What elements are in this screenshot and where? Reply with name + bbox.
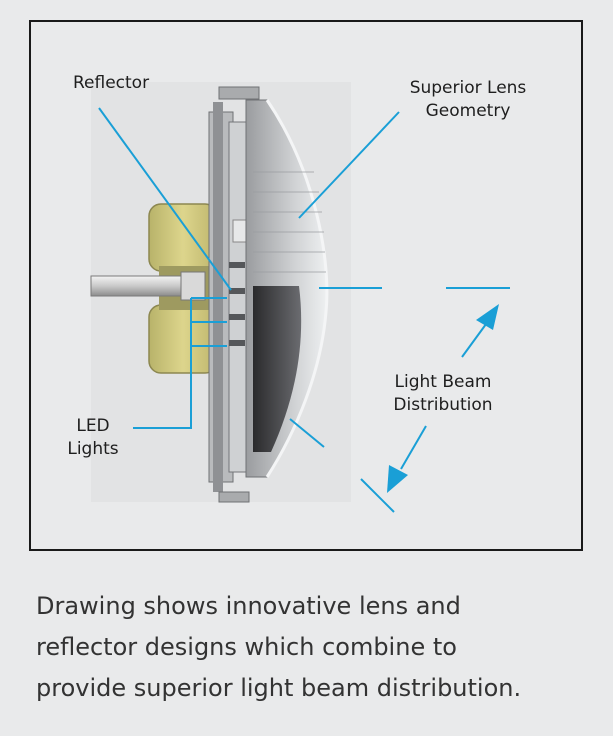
lens-ridges <box>253 171 326 273</box>
led-lights-label: LED Lights <box>67 416 119 459</box>
reflector-leader <box>98 107 232 291</box>
shaft-collar <box>180 271 206 301</box>
beam-arrow-up-head <box>476 304 499 330</box>
lens-geometry-label: Superior Lens Geometry <box>409 78 527 121</box>
lens-highlight <box>265 99 329 478</box>
connector-shaft <box>90 271 206 301</box>
callout-lines <box>98 107 510 513</box>
component-block <box>232 219 248 243</box>
beam-arrow-down-shaft <box>400 425 427 470</box>
beam-ray-angled-far <box>360 478 395 513</box>
reflector-label: Reflector <box>73 73 150 93</box>
lens-body <box>245 99 329 478</box>
lamp-cross-section-diagram <box>90 82 510 513</box>
caption-line-2: reflector designs which combine to <box>36 633 457 661</box>
housing-lower <box>148 304 218 374</box>
light-beam-distribution-label: Light Beam Distribution <box>393 372 493 415</box>
led-chip-4 <box>229 340 245 346</box>
lens-leader <box>298 111 400 219</box>
led-leader-trunk <box>133 298 192 429</box>
beam-ray-angled <box>289 418 325 448</box>
diagram-frame: Reflector Superior Lens Geometry LED Lig… <box>29 20 583 551</box>
bottom-clip <box>218 491 250 503</box>
caption: Drawing shows innovative lens and reflec… <box>36 586 596 709</box>
led-chip-1 <box>229 262 245 268</box>
caption-line-3: provide superior light beam distribution… <box>36 674 522 702</box>
beam-arrow-down-head <box>387 465 408 493</box>
led-chip-3 <box>229 314 245 320</box>
beam-arrow-up-shaft <box>461 319 490 358</box>
reflector-dark-section <box>253 286 302 452</box>
caption-line-1: Drawing shows innovative lens and <box>36 592 461 620</box>
housing-upper <box>148 203 218 272</box>
electronics-column <box>228 121 250 473</box>
led-chip-2 <box>229 288 245 294</box>
top-clip <box>218 86 260 100</box>
